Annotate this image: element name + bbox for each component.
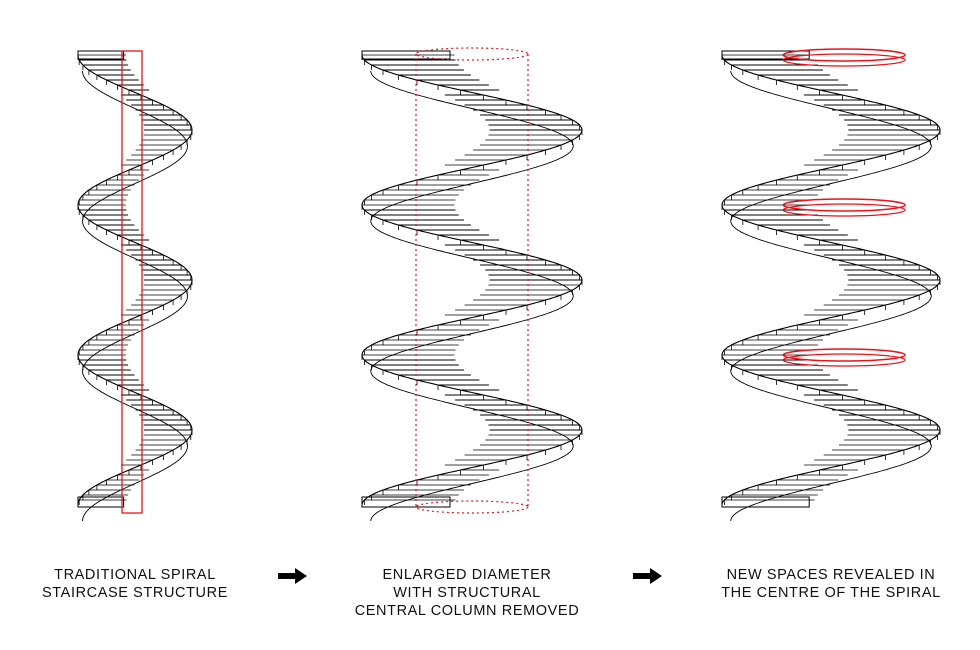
- removed-column-outline: [415, 500, 529, 514]
- caption-line: CENTRAL COLUMN REMOVED: [354, 603, 580, 619]
- spiral-stringer: [730, 70, 932, 522]
- top-landing: [361, 50, 451, 60]
- caption-revealed: NEW SPACES REVEALED IN THE CENTRE OF THE…: [681, 566, 980, 602]
- enlarged-staircase-drawing: [361, 47, 583, 522]
- caption-line: ENLARGED DIAMETER: [382, 567, 552, 583]
- top-landing: [77, 50, 125, 60]
- bottom-landing: [77, 496, 125, 508]
- revealed-space-disc: [782, 198, 906, 212]
- caption-line: WITH STRUCTURAL: [393, 585, 541, 601]
- revealed-space-disc-edge: [782, 53, 906, 67]
- caption-traditional: TRADITIONAL SPIRAL STAIRCASE STRUCTURE: [0, 566, 285, 602]
- caption-line: TRADITIONAL SPIRAL: [54, 567, 216, 583]
- revealed-space-disc: [782, 48, 906, 62]
- spiral-stringer: [82, 71, 188, 521]
- caption-line: NEW SPACES REVEALED IN: [726, 567, 936, 583]
- spiral-stringer: [370, 70, 574, 522]
- right-arrow-icon: [278, 568, 307, 584]
- removed-column-outline: [415, 47, 529, 61]
- caption-enlarged: ENLARGED DIAMETER WITH STRUCTURAL CENTRA…: [317, 566, 617, 620]
- caption-line: THE CENTRE OF THE SPIRAL: [721, 585, 941, 601]
- central-column: [121, 50, 143, 514]
- bottom-landing: [361, 496, 451, 508]
- revealed-spaces-staircase-drawing: [721, 48, 941, 522]
- revealed-space-disc-edge: [782, 203, 906, 217]
- revealed-space-disc-edge: [782, 353, 906, 367]
- bottom-landing: [721, 496, 810, 508]
- right-arrow-icon: [633, 568, 662, 584]
- traditional-staircase-drawing: [77, 50, 193, 521]
- revealed-space-disc: [782, 348, 906, 362]
- caption-line: STAIRCASE STRUCTURE: [42, 585, 228, 601]
